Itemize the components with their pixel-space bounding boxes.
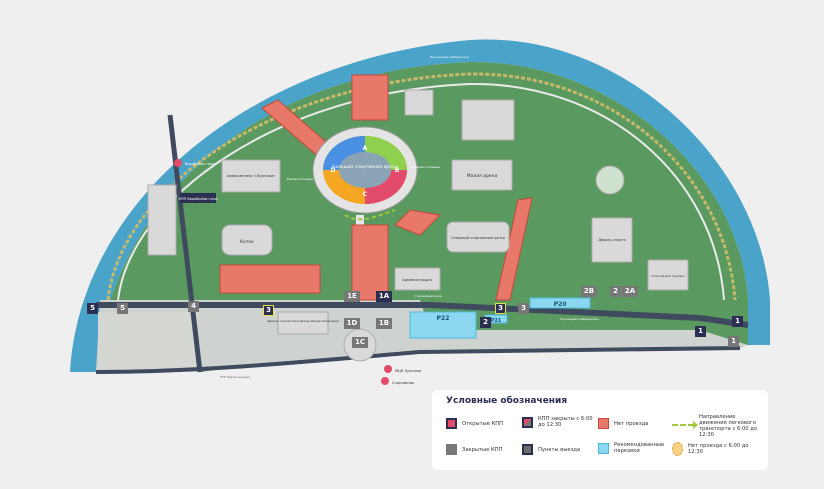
vorobyovy-metro-label: Воробьёвы горы — [185, 162, 215, 166]
ttk-road — [95, 346, 741, 374]
vorobyovy-cp-box — [180, 193, 216, 203]
legend-item-no-pass: Нет проезда — [598, 418, 668, 429]
west-tall-building — [147, 184, 177, 256]
service-entrance-label: Служебный вход — [415, 294, 442, 298]
ttk-label: ТТК Третье кольцо — [219, 375, 250, 379]
checkpoint-1a[interactable]: 1A — [376, 291, 392, 302]
north-sport-label: Северный спортивный центр — [451, 236, 506, 240]
north-square-label: Северная площадь — [410, 165, 440, 169]
checkpoint-3-center[interactable]: 3 — [495, 303, 506, 314]
checkpoint-5-dark[interactable]: 5 — [87, 303, 98, 314]
sport-town-building — [647, 259, 689, 291]
west-block — [98, 312, 198, 372]
legend-item-open-checkpoint: Открытые КПП — [446, 418, 516, 429]
no-pass-icon — [598, 418, 609, 429]
palace-sports-building — [591, 217, 633, 263]
checkpoint-1e[interactable]: 1E — [344, 291, 360, 302]
youth-palace-building — [277, 311, 329, 335]
metro-icon-vorobyovy — [174, 159, 182, 167]
closed-checkpoint-icon — [446, 444, 457, 455]
legend-label: Открытые КПП — [462, 420, 504, 427]
sportivnaya-metro-label: Спортивная — [392, 381, 414, 385]
parking-p20 — [529, 297, 591, 309]
north-buildings — [404, 89, 434, 116]
checkpoint-2-grey[interactable]: 2 — [610, 286, 621, 297]
checkpoint-5-grey[interactable]: 5 — [117, 303, 128, 314]
legend-label: КПП закрыты с 6:00 до 12:30 — [538, 416, 593, 428]
exit-point-icon — [522, 444, 533, 455]
metro-icon-luzhniki — [384, 365, 392, 373]
legend-label: Нет проезда с 6:00 до 12:30 — [688, 443, 749, 455]
legend-title: Условные обозначения — [446, 396, 568, 406]
legend-item-no-pass-time: Нет проезда с 6:00 до 12:30 — [672, 442, 764, 456]
legend-label: Нет проезда — [614, 420, 649, 427]
checkpoint-1d[interactable]: 1D — [344, 318, 360, 329]
legend-label: Закрытые КПП — [462, 446, 503, 453]
fountain — [595, 165, 625, 195]
no-pass-north — [351, 74, 389, 121]
bridge-road — [167, 114, 203, 373]
small-arena-building — [451, 159, 513, 191]
checkpoint-4[interactable]: 4 — [188, 301, 199, 312]
legend-label: Рекомендованные парковки — [614, 442, 665, 454]
embankment-top-label: Лужнецкая набережная — [430, 55, 469, 59]
rink-building — [221, 224, 273, 256]
legend-item-traffic-direction: Направление движения легкового транспорт… — [672, 414, 764, 438]
checkpoint-1-grey[interactable]: 1 — [728, 336, 739, 347]
p21-label: P21 — [491, 318, 502, 324]
river — [70, 39, 770, 372]
legend-label: Пункты выезда — [538, 446, 581, 453]
p22-label: P22 — [437, 315, 450, 322]
legend-item-exit-point: Пункты выезда — [522, 444, 594, 455]
luzhniki-metro-label: МЦК Лужники — [395, 369, 421, 373]
sector-c-label: C — [363, 191, 368, 198]
no-pass-east — [495, 197, 533, 301]
sector-d-label: D — [331, 167, 336, 174]
checkpoint-3-east[interactable]: 3 — [518, 303, 529, 314]
legend-item-closed-checkpoint: Закрытые КПП — [446, 444, 516, 455]
no-pass-south — [351, 224, 389, 301]
parking-p22 — [409, 311, 477, 339]
checkpoint-1-dark-b[interactable]: 1 — [695, 326, 706, 337]
rink-label: Каток — [240, 239, 254, 245]
sport-town-label: Спортивный городок — [651, 274, 685, 278]
embankment-bottom-label: Лужнецкая набережная — [560, 317, 599, 321]
legend: Условные обозначения Открытые КПП КПП за… — [432, 390, 768, 470]
no-pass-diagonal-se — [394, 209, 442, 236]
admin-label: Администрация — [402, 278, 431, 282]
north-sport-center-building — [446, 221, 510, 253]
sector-b-label: B — [395, 167, 400, 174]
youth-palace-label: Дворец гимнастики Ирины Винер-Усмановой — [267, 319, 339, 323]
no-pass-west — [219, 264, 321, 294]
legend-item-recommended-parking: Рекомендованные парковки — [598, 442, 668, 454]
small-arena-label: Малая арена — [467, 173, 498, 179]
open-checkpoint-icon — [446, 418, 457, 429]
checkpoint-2a[interactable]: 2A — [622, 286, 638, 297]
tennis-building — [461, 99, 515, 141]
checkpoint-2-dark[interactable]: 2 — [480, 317, 491, 328]
p20-label: P20 — [554, 301, 567, 308]
checkpoint-1-dark-a[interactable]: 1 — [732, 316, 743, 327]
palace-sports-label: Дворец спорта — [598, 238, 626, 242]
checkpoint-1b[interactable]: 1B — [376, 318, 392, 329]
checkpoint-1c[interactable]: 1C — [352, 337, 368, 348]
legend-label: Направление движения легкового транспорт… — [699, 414, 758, 438]
vorobyovy-cp-label: КПП Воробьёвы горы — [178, 197, 217, 201]
no-pass-time-icon — [672, 442, 683, 456]
big-arena-label: Большая спортивная арена — [332, 164, 398, 170]
traffic-direction-icon — [672, 421, 698, 429]
legend-item-checkpoint-closed-time: КПП закрыты с 6:00 до 12:30 — [522, 416, 594, 428]
recommended-parking-icon — [598, 442, 609, 454]
checkpoint-3-west[interactable]: 3 — [263, 305, 274, 316]
stadium-field — [339, 152, 391, 188]
aquatics-building — [221, 159, 281, 193]
sector-a-label: A — [363, 145, 368, 152]
admin-building — [394, 267, 441, 291]
checkpoint-2b[interactable]: 2B — [581, 286, 597, 297]
south-square-label: Южная площадь — [287, 177, 314, 181]
checkpoint-closed-time-icon — [522, 416, 533, 428]
metro-icon-sportivnaya — [381, 377, 389, 385]
aquatics-label: Аквакомплекс «Лужники» — [227, 174, 276, 178]
